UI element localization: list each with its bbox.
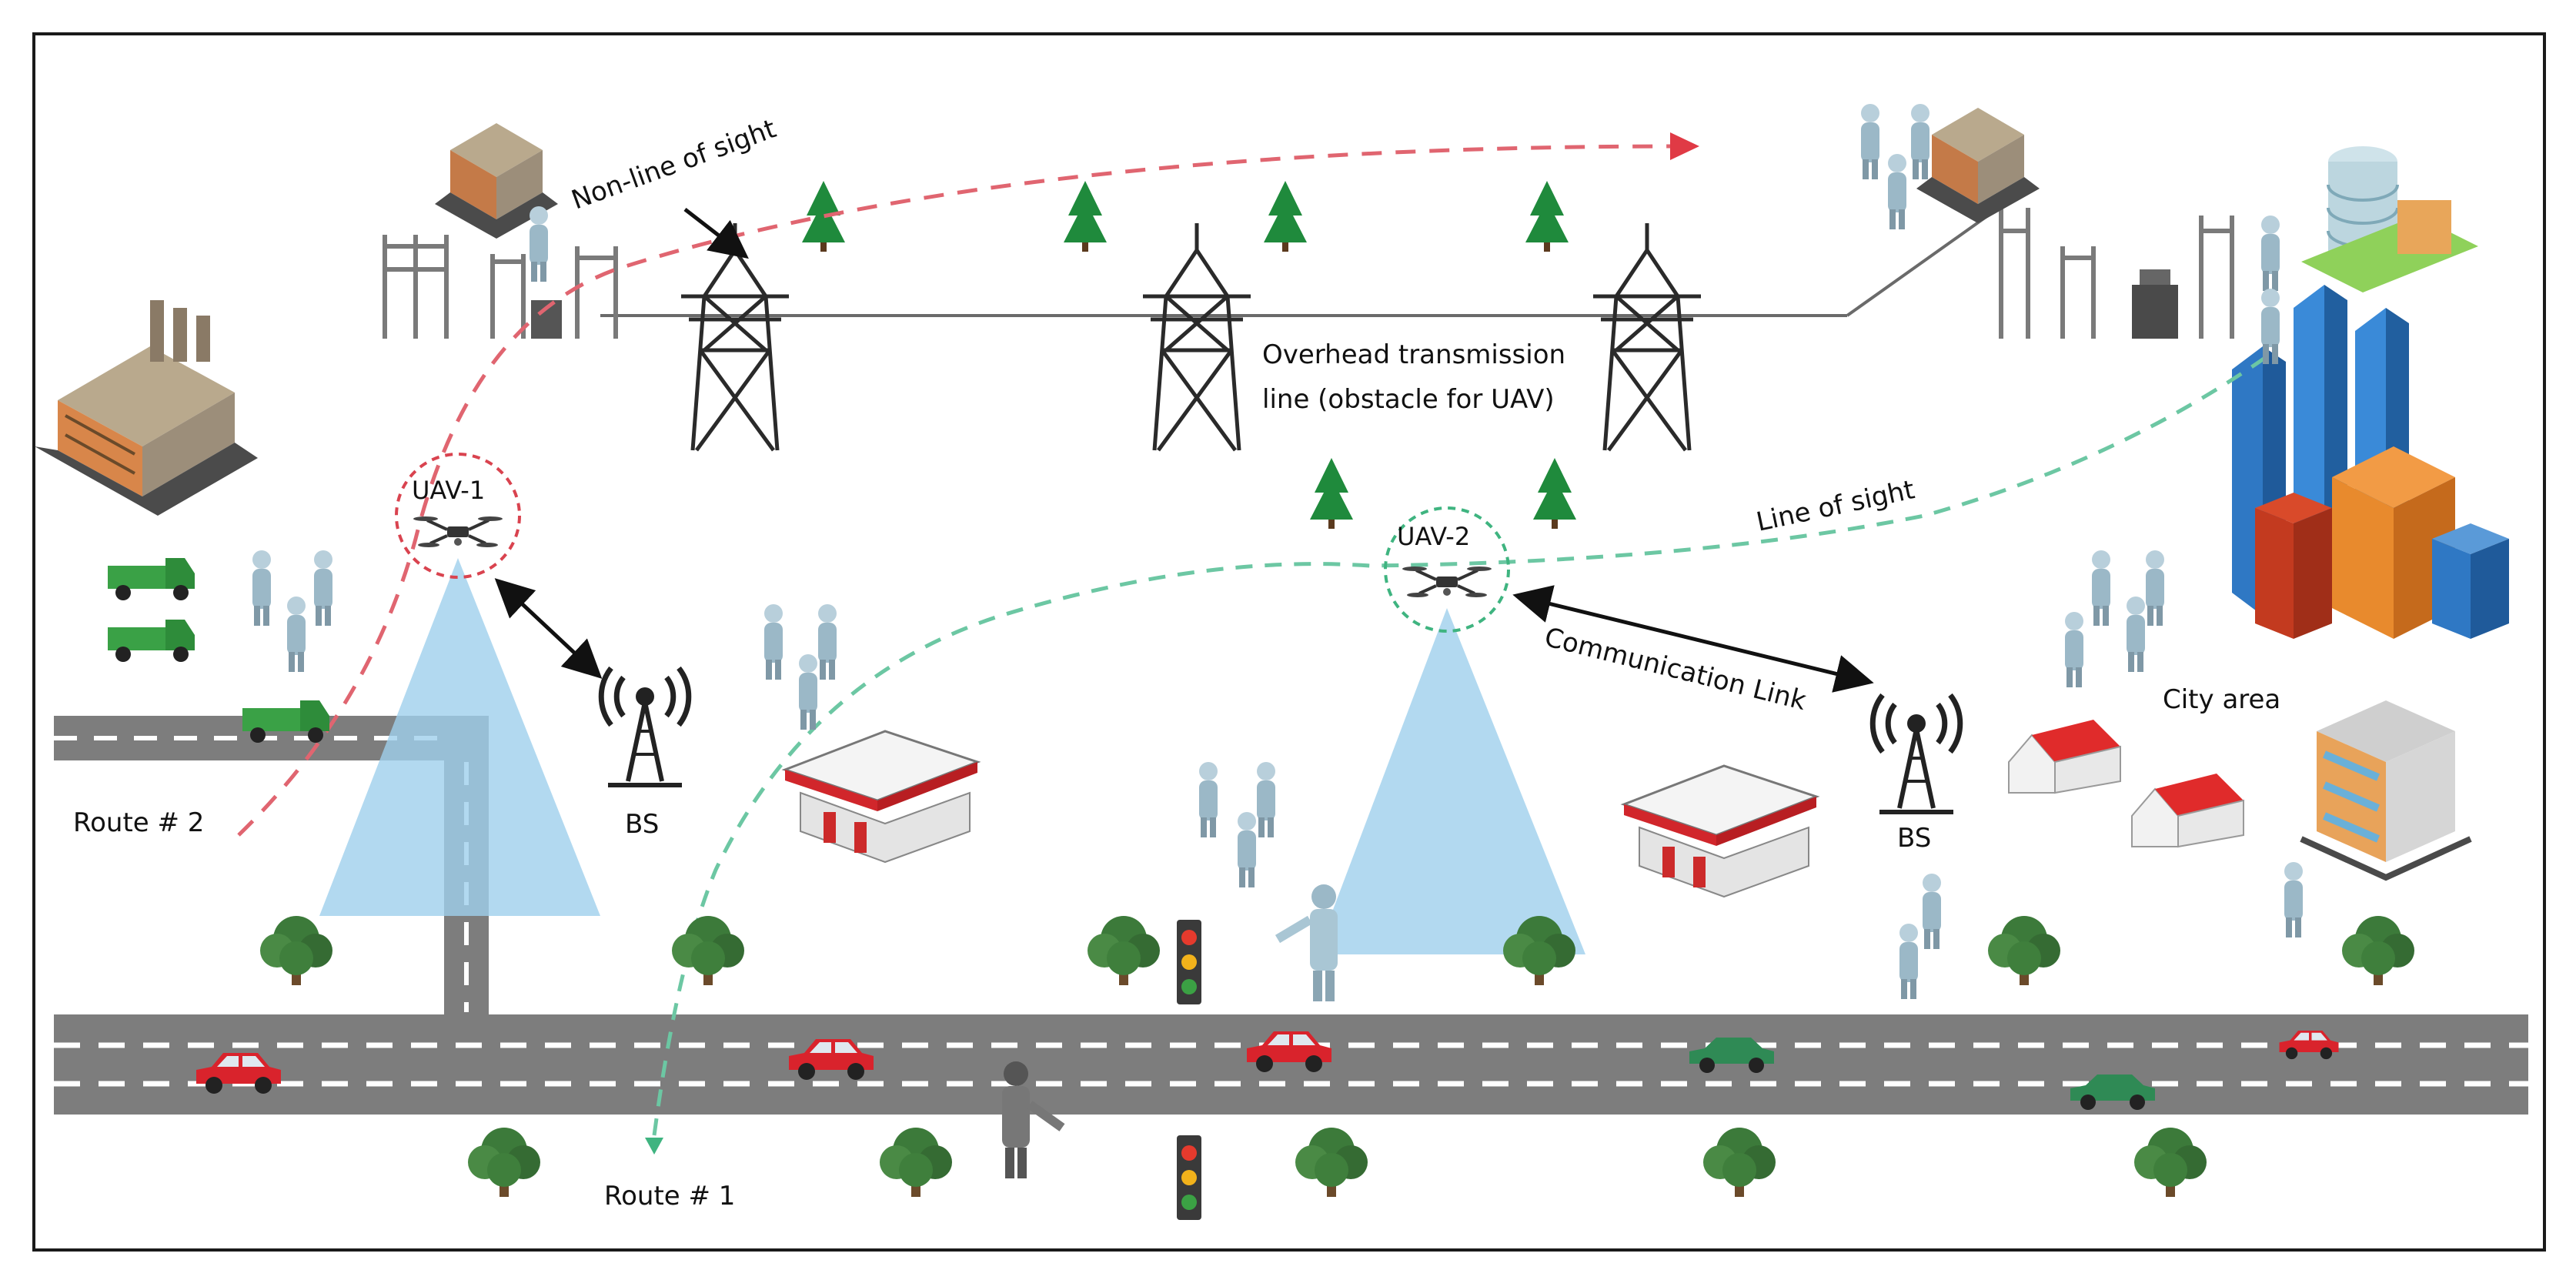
route2-label: Route # 2 (73, 807, 204, 838)
traffic-police-icon (1275, 884, 1338, 1001)
uav1-range-circle (395, 453, 521, 579)
route1-label: Route # 1 (604, 1181, 735, 1211)
uav1-coverage-beam (319, 558, 600, 916)
uav1-label: UAV-1 (412, 476, 485, 505)
overhead-line-label-1: Overhead transmission (1262, 339, 1565, 370)
uav2-label: UAV-2 (1397, 522, 1470, 551)
skyscraper-icon (2232, 285, 2509, 639)
bs1-label: BS (625, 809, 659, 840)
small-building-icon (435, 123, 558, 239)
city-area-label: City area (2163, 684, 2280, 715)
main-road (54, 1014, 2528, 1115)
substation-left-icon (383, 235, 618, 339)
small-building-icon (1916, 108, 2040, 223)
route1-path (652, 352, 2272, 1136)
route2-path (237, 144, 1686, 837)
overhead-line-label-2: line (obstacle for UAV) (1262, 384, 1555, 415)
bs2-label: BS (1897, 823, 1931, 854)
uav1-bs-link (494, 578, 603, 679)
substation-right-icon (1999, 208, 2234, 339)
route1-arrow (645, 1138, 663, 1155)
uav2-bs-link (1512, 585, 1874, 693)
office-tower-icon (2301, 146, 2478, 292)
traffic-police-icon (1002, 1061, 1065, 1178)
traffic-light-icon (1177, 920, 1201, 1004)
uav2-range-circle (1384, 506, 1510, 633)
apartment-icon (2300, 700, 2472, 881)
route2-arrow (1670, 132, 1699, 160)
factory-icon (35, 300, 258, 516)
uav2-coverage-beam (1316, 608, 1585, 954)
traffic-light-icon (1177, 1135, 1201, 1220)
nlos-pointer (683, 208, 749, 259)
overhead-transmission-line (600, 210, 1995, 450)
